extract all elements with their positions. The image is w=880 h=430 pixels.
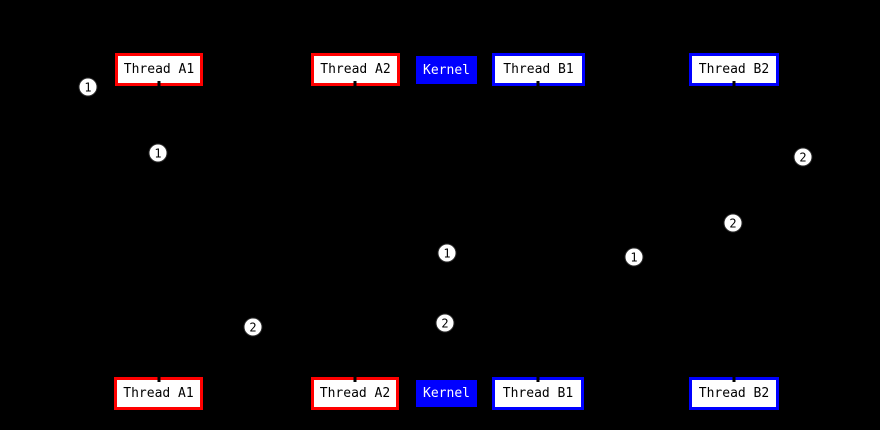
participant-label: Kernel <box>423 386 470 401</box>
participant-label: Kernel <box>423 62 470 78</box>
participant-label: Thread B1 <box>503 62 574 77</box>
lifeline-stub <box>732 376 736 382</box>
lifeline-stub <box>353 81 357 87</box>
lifeline-stub <box>157 376 161 382</box>
participant-kernel-top: Kernel <box>416 56 477 84</box>
message-badge: 2 <box>243 317 263 337</box>
message-badge: 1 <box>437 243 457 263</box>
participant-thread-a2-bottom: Thread A2 <box>311 377 399 410</box>
participant-label: Thread B2 <box>698 386 770 401</box>
lifeline-stub <box>536 376 540 382</box>
participant-label: Thread A1 <box>123 62 195 77</box>
participant-label: Thread A2 <box>319 386 391 401</box>
lifeline-stub <box>732 81 736 87</box>
lifeline-stub <box>353 376 357 382</box>
participant-label: Thread A1 <box>123 386 194 401</box>
lifeline-stub <box>536 81 540 87</box>
message-badge: 1 <box>624 247 644 267</box>
participant-label: Thread B2 <box>698 62 770 77</box>
message-badge: 1 <box>148 143 168 163</box>
participant-thread-a1-top: Thread A1 <box>115 53 203 86</box>
participant-kernel-bottom: Kernel <box>416 380 477 407</box>
message-badge: 2 <box>723 213 743 233</box>
message-badge: 2 <box>435 313 455 333</box>
participant-thread-b1-top: Thread B1 <box>492 53 585 86</box>
participant-label: Thread B1 <box>502 386 574 401</box>
message-badge: 2 <box>793 147 813 167</box>
lifeline-stub <box>157 81 161 87</box>
participant-label: Thread A2 <box>320 62 391 77</box>
message-badge: 1 <box>78 77 98 97</box>
